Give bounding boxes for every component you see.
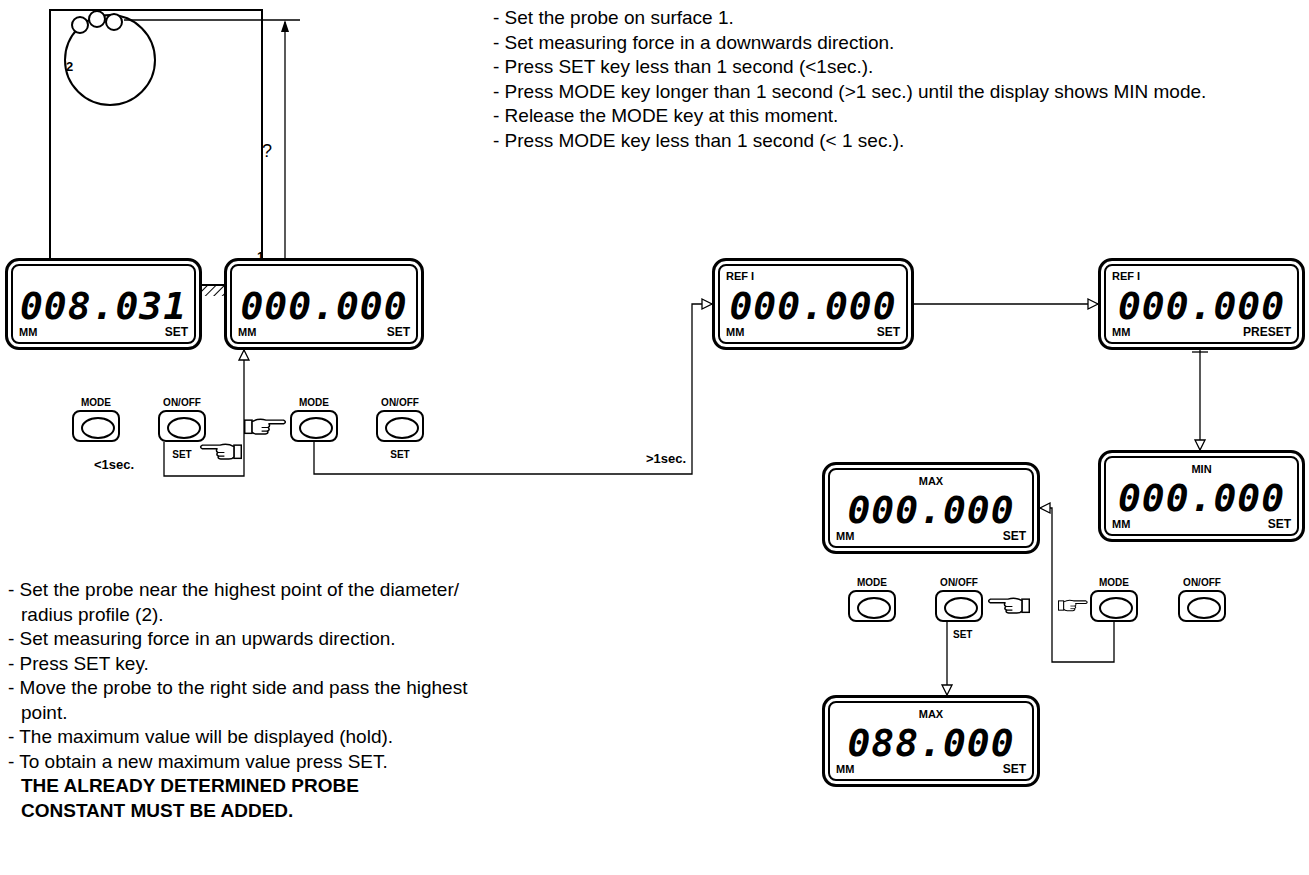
display-value: 000.000 (1101, 287, 1302, 325)
reference-indicator: REF I (726, 271, 754, 282)
callout-label: ? (262, 142, 272, 160)
pointing-hand (989, 598, 1030, 613)
status-indicator: SET (1268, 518, 1291, 530)
instruction-text: - Press SET key. (8, 652, 478, 677)
unit-indicator: MM (19, 327, 37, 338)
dimension-line (284, 22, 285, 282)
unit-indicator: MM (238, 327, 256, 338)
unit-indicator: MM (1112, 519, 1130, 530)
instruction-list: - Set the probe on surface 1.- Set measu… (493, 6, 1293, 153)
key-oval (167, 417, 201, 439)
key-label: SET (368, 450, 432, 460)
key-label: ON/OFF (1170, 578, 1234, 588)
pointing-hand (1059, 600, 1088, 610)
key-oval (1187, 597, 1221, 619)
key-label: MODE (282, 398, 346, 408)
status-indicator: SET (1003, 763, 1026, 775)
mode-indicator: MAX (825, 709, 1037, 720)
mode-indicator: MAX (825, 476, 1037, 487)
key-label: MODE (64, 398, 128, 408)
display-value: 000.000 (715, 287, 911, 325)
lcd-display: MIN 000.000MM SET (1098, 450, 1305, 542)
lcd-display: MAX 088.000MM SET (822, 695, 1040, 787)
instruction-list: - Set the probe near the highest point o… (8, 578, 478, 823)
instruction-text: - Set measuring force in a downwards dir… (493, 31, 1293, 56)
unit-indicator: MM (836, 531, 854, 542)
callout-label: 2 (66, 60, 73, 73)
key-label: ON/OFF (927, 578, 991, 588)
instruction-text: - Press SET key less than 1 second (<1se… (493, 55, 1293, 80)
key-button: ON/OFFSET (376, 410, 424, 442)
status-indicator: PRESET (1243, 326, 1291, 338)
flow-arrow (1199, 350, 1200, 450)
instruction-text: - To obtain a new maximum value press SE… (8, 750, 478, 775)
display-value: 000.000 (1101, 479, 1302, 517)
instruction-text: - Set measuring force in an upwards dire… (8, 627, 478, 652)
key-oval (944, 597, 978, 619)
key-oval (299, 417, 333, 439)
key-button: ON/OFF (1178, 590, 1226, 622)
reference-indicator: REF I (1112, 271, 1140, 282)
display-value: 000.000 (227, 287, 421, 325)
key-button: ON/OFFSET (935, 590, 983, 622)
key-label: ON/OFF (150, 398, 214, 408)
key-button: MODE (290, 410, 338, 442)
instruction-text: - Move the probe to the right side and p… (8, 676, 478, 725)
key-button: ON/OFFSET (158, 410, 206, 442)
flow-arrow (914, 303, 1098, 304)
key-oval (81, 417, 115, 439)
key-label: ON/OFF (368, 398, 432, 408)
instruction-text: - Set the probe near the highest point o… (8, 578, 478, 627)
pointing-hand (245, 419, 286, 434)
lcd-display: REF I 000.000MM PRESET (1098, 258, 1305, 350)
lcd-display: MAX 000.000MM SET (822, 462, 1040, 554)
timing-label: <1sec. (92, 458, 136, 471)
probe-ball (106, 14, 122, 30)
status-indicator: SET (877, 326, 900, 338)
status-indicator: SET (1003, 530, 1026, 542)
workpiece (50, 10, 262, 285)
key-label: SET (150, 450, 214, 460)
display-value: 008.031 (8, 287, 199, 325)
probe-ball (72, 17, 88, 33)
instruction-text: THE ALREADY DETERMINED PROBE CONSTANT MU… (8, 774, 361, 823)
status-indicator: SET (165, 326, 188, 338)
dimension-line (124, 19, 300, 20)
timing-label: >1sec. (644, 452, 688, 465)
key-label: SET (953, 630, 972, 640)
key-oval (385, 417, 419, 439)
bore-circle (65, 15, 155, 105)
lcd-display: 000.000MM SET (224, 258, 424, 350)
pointing-hand (201, 444, 242, 459)
instruction-text: - The maximum value will be displayed (h… (8, 725, 478, 750)
instruction-text: - Release the MODE key at this moment. (493, 104, 1293, 129)
lcd-display: 008.031MM SET (5, 258, 202, 350)
unit-indicator: MM (836, 764, 854, 775)
key-label: MODE (1082, 578, 1146, 588)
flow-arrow (946, 622, 947, 695)
mode-indicator: MIN (1101, 464, 1302, 475)
unit-indicator: MM (1112, 327, 1130, 338)
status-indicator: SET (387, 326, 410, 338)
key-oval (857, 597, 891, 619)
key-button: MODE (72, 410, 120, 442)
lcd-display: REF I 000.000MM SET (712, 258, 914, 350)
display-value: 088.000 (825, 724, 1037, 762)
callout-label: 1 (257, 250, 264, 263)
instruction-text: - Press MODE key less than 1 second (< 1… (493, 129, 1293, 154)
key-button: MODE (1090, 590, 1138, 622)
key-oval (1099, 597, 1133, 619)
instruction-text: - Set the probe on surface 1. (493, 6, 1293, 31)
display-value: 000.000 (825, 491, 1037, 529)
key-label: MODE (840, 578, 904, 588)
probe-ball (89, 11, 105, 27)
key-button: MODE (848, 590, 896, 622)
instruction-text: - Press MODE key longer than 1 second (>… (493, 80, 1293, 105)
unit-indicator: MM (726, 327, 744, 338)
